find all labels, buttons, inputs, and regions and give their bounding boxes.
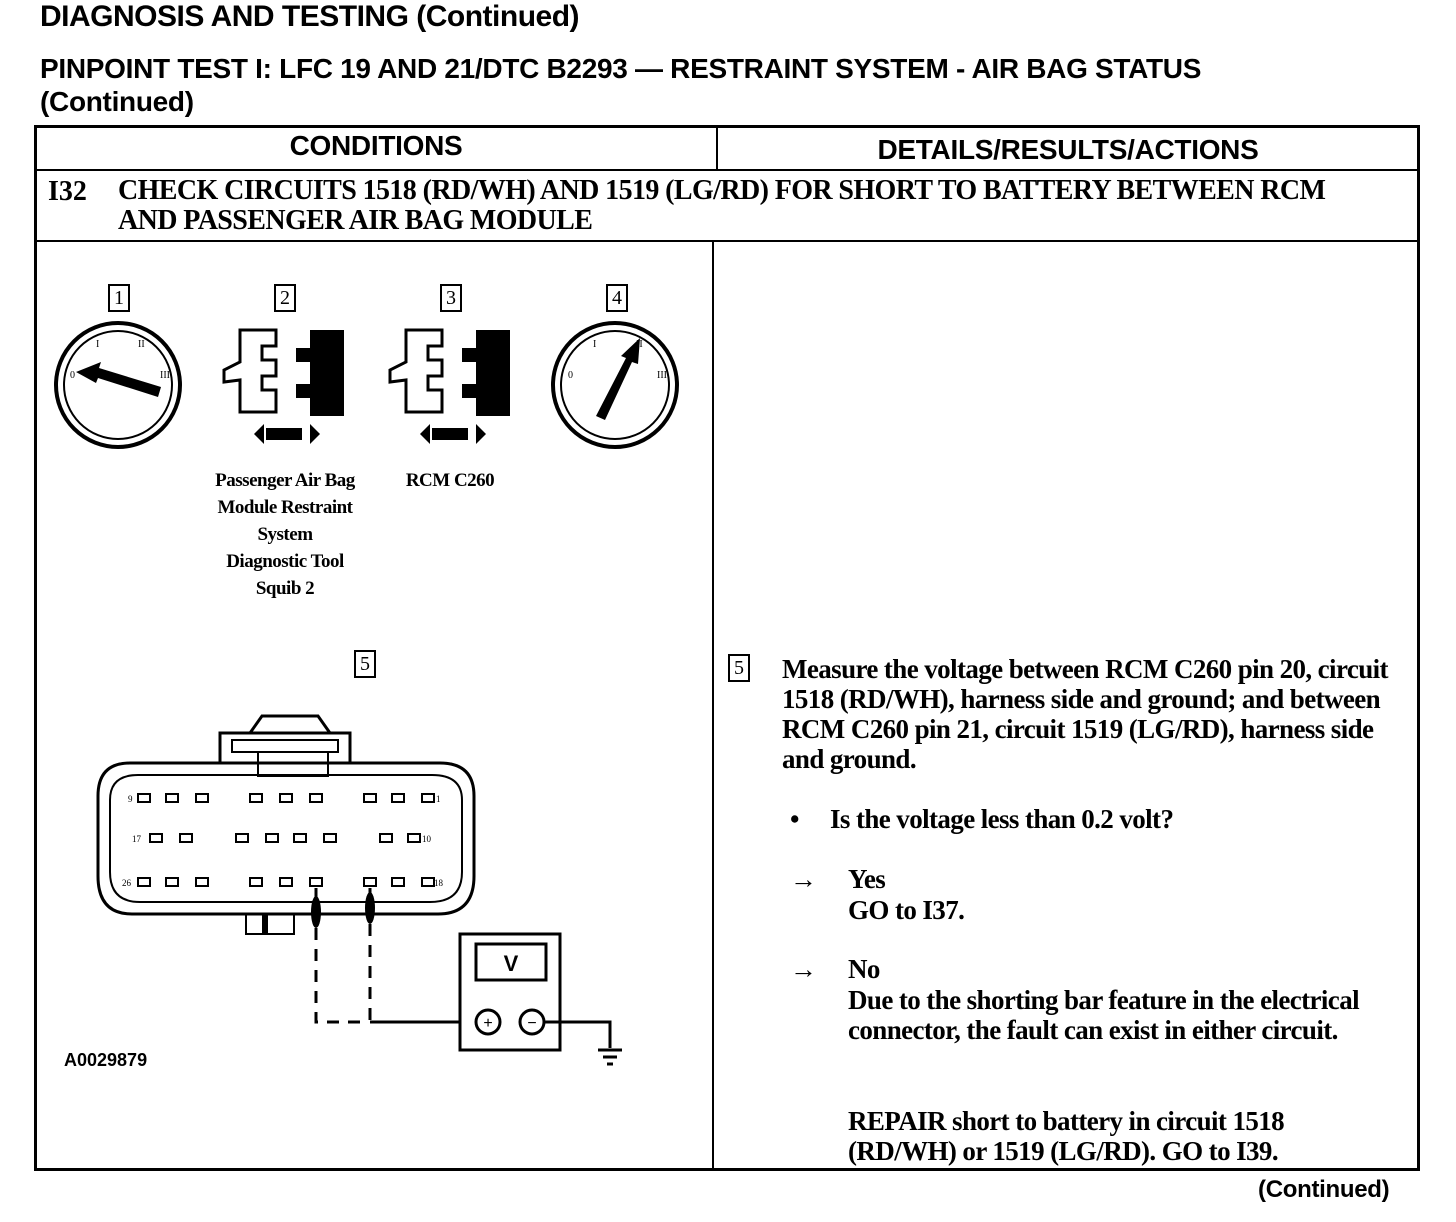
ignition-switch-run-icon: 0 I II III xyxy=(551,321,679,449)
no-explanation: Due to the shorting bar feature in the e… xyxy=(848,985,1360,1045)
figure-id: A0029879 xyxy=(64,1050,148,1070)
step-heading-rule xyxy=(36,240,1418,242)
column-divider xyxy=(712,242,714,1169)
header-divider xyxy=(716,127,718,170)
ignition-mark-3b: III xyxy=(657,370,667,381)
step-number-4: 4 xyxy=(606,284,628,312)
ignition-mark-2b: II xyxy=(636,339,643,350)
rcm-c260-connector-icon xyxy=(388,328,510,444)
step-number-3: 3 xyxy=(440,284,462,312)
no-action: REPAIR short to battery in circuit 1518 … xyxy=(848,1106,1285,1166)
caption-rcm-c260: RCM C260 xyxy=(405,470,495,491)
step-id: I32 xyxy=(48,176,87,207)
question-text: Is the voltage less than 0.2 volt? xyxy=(830,804,1174,834)
details-column-header: DETAILS/RESULTS/ACTIONS xyxy=(877,134,1259,165)
step-number-2: 2 xyxy=(274,284,296,312)
voltmeter-icon: V + − xyxy=(458,932,612,1052)
rcm-connector-face-icon xyxy=(96,714,476,935)
question-bullet: • xyxy=(790,804,799,834)
connector-pin-cavities xyxy=(137,793,435,887)
ignition-mark-1b: I xyxy=(593,339,596,350)
ignition-switch-off-icon: 0 I II III xyxy=(54,321,182,449)
conditions-column-header: CONDITIONS xyxy=(289,130,463,161)
pin-label-10: 10 xyxy=(422,834,432,844)
continued-footer: (Continued) xyxy=(1258,1176,1390,1203)
step-heading: CHECK CIRCUITS 1518 (RD/WH) AND 1519 (LG… xyxy=(118,175,1326,236)
no-arrow: → xyxy=(790,954,817,984)
voltmeter-minus: − xyxy=(527,1015,536,1032)
step-number-1: 1 xyxy=(108,284,130,312)
pin-label-9: 9 xyxy=(128,794,133,804)
voltmeter-display: V xyxy=(504,951,519,976)
pinpoint-table xyxy=(34,125,1420,1171)
yes-label: Yes xyxy=(848,864,886,894)
yes-arrow: → xyxy=(790,864,817,894)
ignition-mark-0: 0 xyxy=(70,370,75,381)
pin-label-18: 18 xyxy=(434,878,444,888)
test-probes-icon xyxy=(311,888,476,1024)
voltmeter-plus: + xyxy=(483,1015,492,1032)
no-label: No xyxy=(848,954,880,984)
header-rule xyxy=(36,169,1418,171)
yes-action: GO to I37. xyxy=(848,895,965,925)
pin-label-26: 26 xyxy=(122,878,132,888)
ignition-mark-0b: 0 xyxy=(568,370,573,381)
ground-symbol-icon xyxy=(598,1048,622,1066)
measure-instruction: Measure the voltage between RCM C260 pin… xyxy=(782,654,1389,774)
details-step-number-5: 5 xyxy=(728,654,750,682)
ignition-mark-3: III xyxy=(160,370,170,381)
step-number-5: 5 xyxy=(354,650,376,678)
caption-passenger-airbag: Passenger Air Bag Module Restraint Syste… xyxy=(215,470,355,599)
ignition-mark-2: II xyxy=(138,339,145,350)
passenger-airbag-connector-icon xyxy=(222,328,344,444)
pinpoint-test-title-continued: (Continued) xyxy=(40,86,194,117)
diagnostic-figure: 0 I II III 0 I II III xyxy=(54,321,679,1066)
page-title: DIAGNOSIS AND TESTING (Continued) xyxy=(40,0,580,33)
pinpoint-test-title: PINPOINT TEST I: LFC 19 AND 21/DTC B2293… xyxy=(40,53,1202,84)
pin-label-17: 17 xyxy=(132,834,142,844)
pin-label-1: 1 xyxy=(436,794,441,804)
ignition-mark-1: I xyxy=(96,339,99,350)
